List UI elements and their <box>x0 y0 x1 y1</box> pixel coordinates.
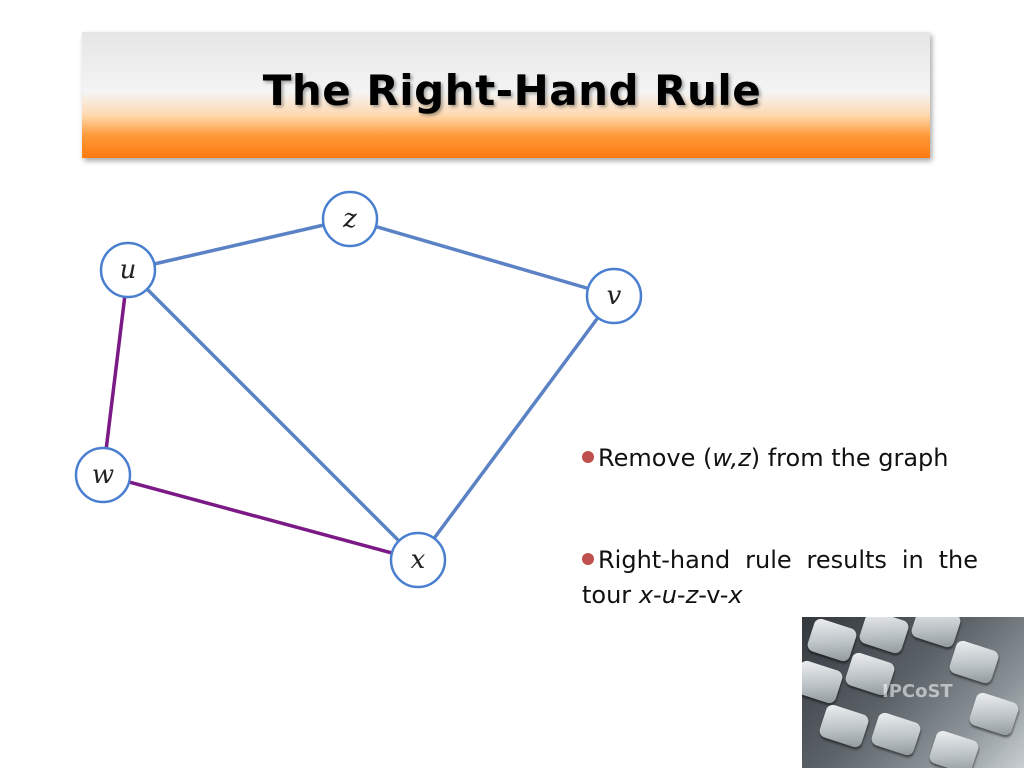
bullet-dot <box>582 451 594 463</box>
keyboard-key <box>817 703 871 749</box>
keyboard-key <box>802 659 845 705</box>
bullet-right-hand-rule: Right-hand rule results in the tour x-u-… <box>582 546 978 609</box>
node-x <box>389 531 447 589</box>
title-banner <box>82 32 930 158</box>
node-label-z: z <box>342 204 357 234</box>
edge-u-w <box>101 268 130 477</box>
keyboard-key <box>927 729 981 768</box>
keyboard-key <box>909 617 963 649</box>
keyboard-photo: IPCoST <box>802 617 1024 768</box>
edge-u-x <box>126 268 420 562</box>
keyboard-key <box>869 711 923 757</box>
keyboard-key <box>805 617 859 663</box>
slide-title: The Right-Hand Rule <box>262 66 762 115</box>
node-z <box>321 190 379 248</box>
node-label-x: x <box>411 545 426 575</box>
node-label-w: w <box>92 460 114 490</box>
bullet-remove-edge: Remove (w,z) from the graph <box>582 441 978 476</box>
keyboard-key <box>947 639 1001 685</box>
keyboard-key <box>967 691 1021 737</box>
node-u <box>99 241 157 299</box>
edge-w-x <box>101 473 420 562</box>
node-label-u: u <box>120 255 137 285</box>
edge-v-x <box>416 294 616 562</box>
keyboard-key <box>857 617 911 655</box>
node-w <box>74 446 132 504</box>
node-label-v: v <box>607 281 622 311</box>
node-v <box>585 267 643 325</box>
edge-z-v <box>348 217 616 298</box>
watermark-text: IPCoST <box>882 681 953 702</box>
edge-u-z <box>126 217 352 272</box>
bullet-dot <box>582 553 594 565</box>
